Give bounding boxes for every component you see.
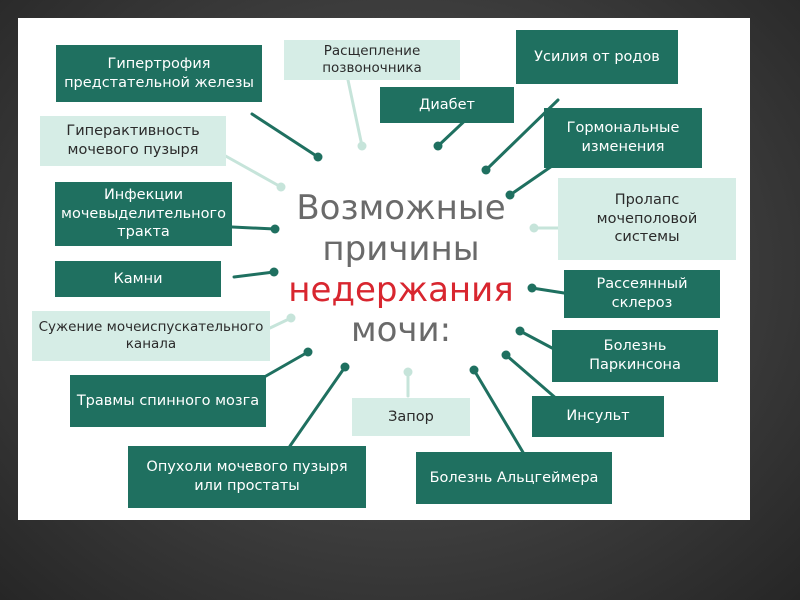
- dot-alzheimer: [469, 365, 479, 375]
- connector-stones: [232, 270, 276, 279]
- dot-diabetes: [433, 141, 443, 151]
- cause-box-overactive-bladder: Гиперактивность мочевого пузыря: [40, 116, 226, 166]
- dot-hypertrophy: [313, 152, 323, 162]
- connector-tumors: [288, 365, 347, 448]
- dot-stroke: [501, 350, 511, 360]
- connector-infections: [230, 225, 277, 231]
- connector-parkinson: [518, 329, 554, 350]
- dot-ms: [527, 283, 537, 293]
- central-title: Возможные причины недержания мочи:: [286, 188, 516, 351]
- dot-spina-bifida: [357, 141, 367, 151]
- cause-box-constipation: Запор: [352, 398, 470, 436]
- title-line-3: недержания: [288, 269, 514, 310]
- dot-hormonal: [505, 190, 515, 200]
- dot-labor: [481, 165, 491, 175]
- dot-infections: [270, 224, 280, 234]
- dot-overactive: [276, 182, 286, 192]
- cause-box-alzheimers-disease: Болезнь Альцгеймера: [416, 452, 612, 504]
- cause-box-spinal-cord-injury: Травмы спинного мозга: [70, 375, 266, 427]
- slide: Возможные причины недержания мочи: Гипер…: [18, 18, 750, 520]
- dot-spinal: [303, 347, 313, 357]
- cause-box-hormonal-changes: Гормональные изменения: [544, 108, 702, 168]
- connector-spina-bifida: [346, 78, 364, 148]
- cause-box-genitourinary-prolapse: Пролапс мочеполовой системы: [558, 178, 736, 260]
- connector-alzheimer: [472, 368, 526, 456]
- connector-stroke: [504, 353, 560, 402]
- cause-box-urinary-tract-infections: Инфекции мочевыделительного тракта: [55, 182, 232, 246]
- dot-tumors: [340, 362, 350, 372]
- cause-box-urethral-stricture: Сужение мочеиспускательного канала: [32, 311, 270, 361]
- cause-box-labor-strain: Усилия от родов: [516, 30, 678, 84]
- dot-parkinson: [515, 326, 525, 336]
- connector-overactive: [220, 152, 283, 189]
- cause-box-stroke: Инсульт: [532, 396, 664, 437]
- connector-lines: [220, 78, 566, 456]
- cause-box-multiple-sclerosis: Рассеянный склероз: [564, 270, 720, 318]
- cause-box-diabetes: Диабет: [380, 87, 514, 123]
- title-line-4: мочи:: [350, 310, 452, 351]
- connector-spinal: [264, 350, 310, 378]
- dot-prolapse: [529, 223, 539, 233]
- cause-box-bladder-prostate-tumors: Опухоли мочевого пузыря или простаты: [128, 446, 366, 508]
- dot-stones: [269, 267, 279, 277]
- cause-box-parkinsons-disease: Болезнь Паркинсона: [552, 330, 718, 382]
- cause-box-spina-bifida: Расщепление позвоночника: [284, 40, 460, 80]
- dot-stricture: [286, 313, 296, 323]
- dot-constipation: [403, 367, 413, 377]
- connector-hormonal: [508, 164, 554, 197]
- cause-box-prostate-hypertrophy: Гипертрофия предстательной железы: [56, 45, 262, 102]
- cause-box-stones: Камни: [55, 261, 221, 297]
- title-line-2: причины: [322, 228, 480, 269]
- title-line-1: Возможные: [296, 188, 506, 228]
- connector-ms: [530, 286, 566, 295]
- connector-hypertrophy: [250, 112, 320, 159]
